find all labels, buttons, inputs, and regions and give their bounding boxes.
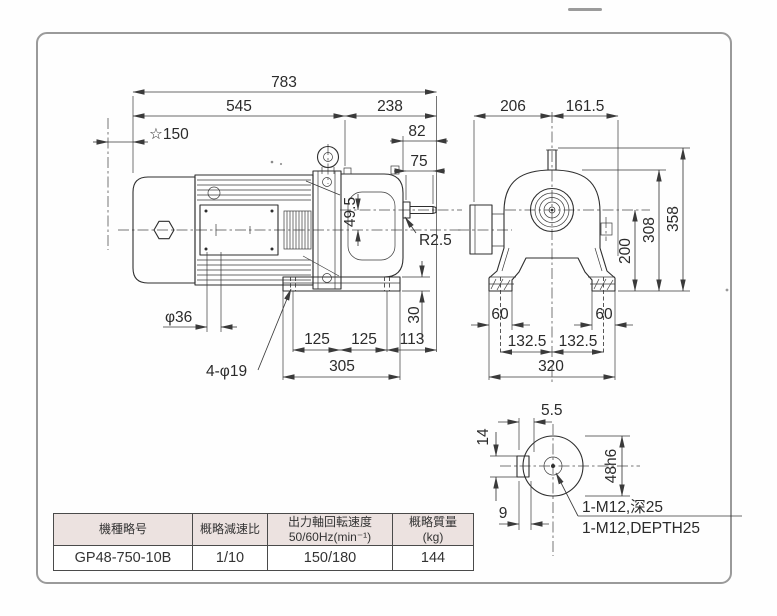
dim-motor-section: 545	[226, 98, 252, 115]
side-view-dimensions: 783 545 238 ☆150 82 75 49.5	[93, 74, 452, 380]
dim-front-width: 206	[500, 98, 526, 115]
scan-artifacts	[270, 8, 729, 292]
header-output-speed: 出力軸回転速度 50/60Hz(min⁻¹)	[267, 513, 393, 546]
dim-fillet: R2.5	[419, 232, 452, 249]
spec-table: 機種略号 概略減速比 出力軸回転速度 50/60Hz(min⁻¹) 概略質量 (…	[53, 513, 474, 571]
spec-table-header-row: 機種略号 概略減速比 出力軸回転速度 50/60Hz(min⁻¹) 概略質量 (…	[53, 513, 474, 546]
dim-foot-width-left: 60	[491, 306, 509, 323]
dim-shaft-to-face: 82	[408, 123, 425, 140]
gear-housing-front	[488, 169, 616, 292]
cell-mass: 144	[392, 545, 474, 571]
oil-plug	[600, 222, 613, 236]
cell-model: GP48-750-10B	[53, 545, 193, 571]
motor-lug	[207, 186, 221, 200]
dim-axis-offset: 49.5	[342, 197, 359, 227]
shaft-detail-dimensions: 5.5 14 9 48h6 1-M12,深25 1-M12,DEPTH25	[475, 402, 742, 537]
motor-stator	[199, 204, 279, 256]
cell-speed: 150/180	[267, 545, 393, 571]
stator-bolts	[204, 209, 274, 251]
dim-front-offset: 161.5	[566, 98, 605, 115]
shaft-end-circle	[522, 435, 584, 497]
end-view-dimensions: 206 161.5 358 308 200 60 60 132.5 132.5 …	[471, 98, 690, 380]
note-tap-jp: 1-M12,深25	[582, 498, 663, 516]
dim-gear-section: 238	[377, 98, 403, 115]
foot-hatching	[490, 278, 614, 291]
dim-shaft-length: 75	[410, 153, 427, 170]
motor-fins	[197, 179, 311, 281]
bearing-block	[283, 210, 312, 250]
dim-foot-pitch-a: 125	[304, 331, 330, 348]
dim-body-height: 308	[641, 217, 658, 243]
dim-foot-width-right: 60	[595, 306, 613, 323]
dim-base-width: 320	[538, 358, 564, 375]
dim-key-width: 14	[475, 428, 492, 446]
dim-foot-pitch-b: 125	[351, 331, 377, 348]
foot-hole-lines	[500, 277, 604, 355]
dim-foot-span-left: 132.5	[508, 333, 547, 350]
input-housing	[469, 204, 504, 255]
dim-overall-length: 783	[271, 74, 297, 91]
eyebolt	[316, 145, 340, 174]
dim-star-offset: ☆150	[149, 126, 189, 143]
cell-ratio: 1/10	[192, 545, 268, 571]
border-frame	[36, 32, 732, 584]
dim-base-length: 305	[329, 358, 355, 375]
dim-axis-height: 200	[617, 238, 634, 264]
side-view: 783 545 238 ☆150 82 75 49.5	[93, 74, 462, 380]
dim-mount-holes: 4-φ19	[206, 363, 247, 380]
header-ratio: 概略減速比	[192, 513, 268, 546]
note-tap-en: 1-M12,DEPTH25	[582, 520, 700, 537]
dim-foot-span-right: 132.5	[559, 333, 598, 350]
output-boss	[529, 187, 575, 233]
dim-shaft-dia: 48h6	[603, 449, 620, 483]
spec-table-data-row: GP48-750-10B 1/10 150/180 144	[53, 545, 474, 571]
header-mass: 概略質量 (kg)	[392, 513, 474, 546]
keyway-block	[516, 455, 530, 478]
gear-flange	[312, 170, 342, 290]
dim-key-depth: 9	[499, 505, 508, 522]
base-plate	[282, 276, 401, 292]
dim-motor-boss-dia: φ36	[165, 309, 192, 326]
fan-plug-hex	[153, 220, 175, 240]
output-housing	[302, 165, 404, 278]
header-model: 機種略号	[53, 513, 193, 546]
dim-total-height: 358	[665, 206, 682, 232]
fan-cover	[132, 176, 196, 284]
dim-foot-overhang: 113	[400, 331, 425, 348]
dim-base-height: 30	[406, 306, 423, 324]
top-stud	[546, 149, 558, 171]
end-view: 206 161.5 358 308 200 60 60 132.5 132.5 …	[458, 98, 690, 382]
dim-key-offset: 5.5	[541, 402, 563, 419]
shaft-detail: 5.5 14 9 48h6 1-M12,深25 1-M12,DEPTH25	[475, 402, 742, 556]
